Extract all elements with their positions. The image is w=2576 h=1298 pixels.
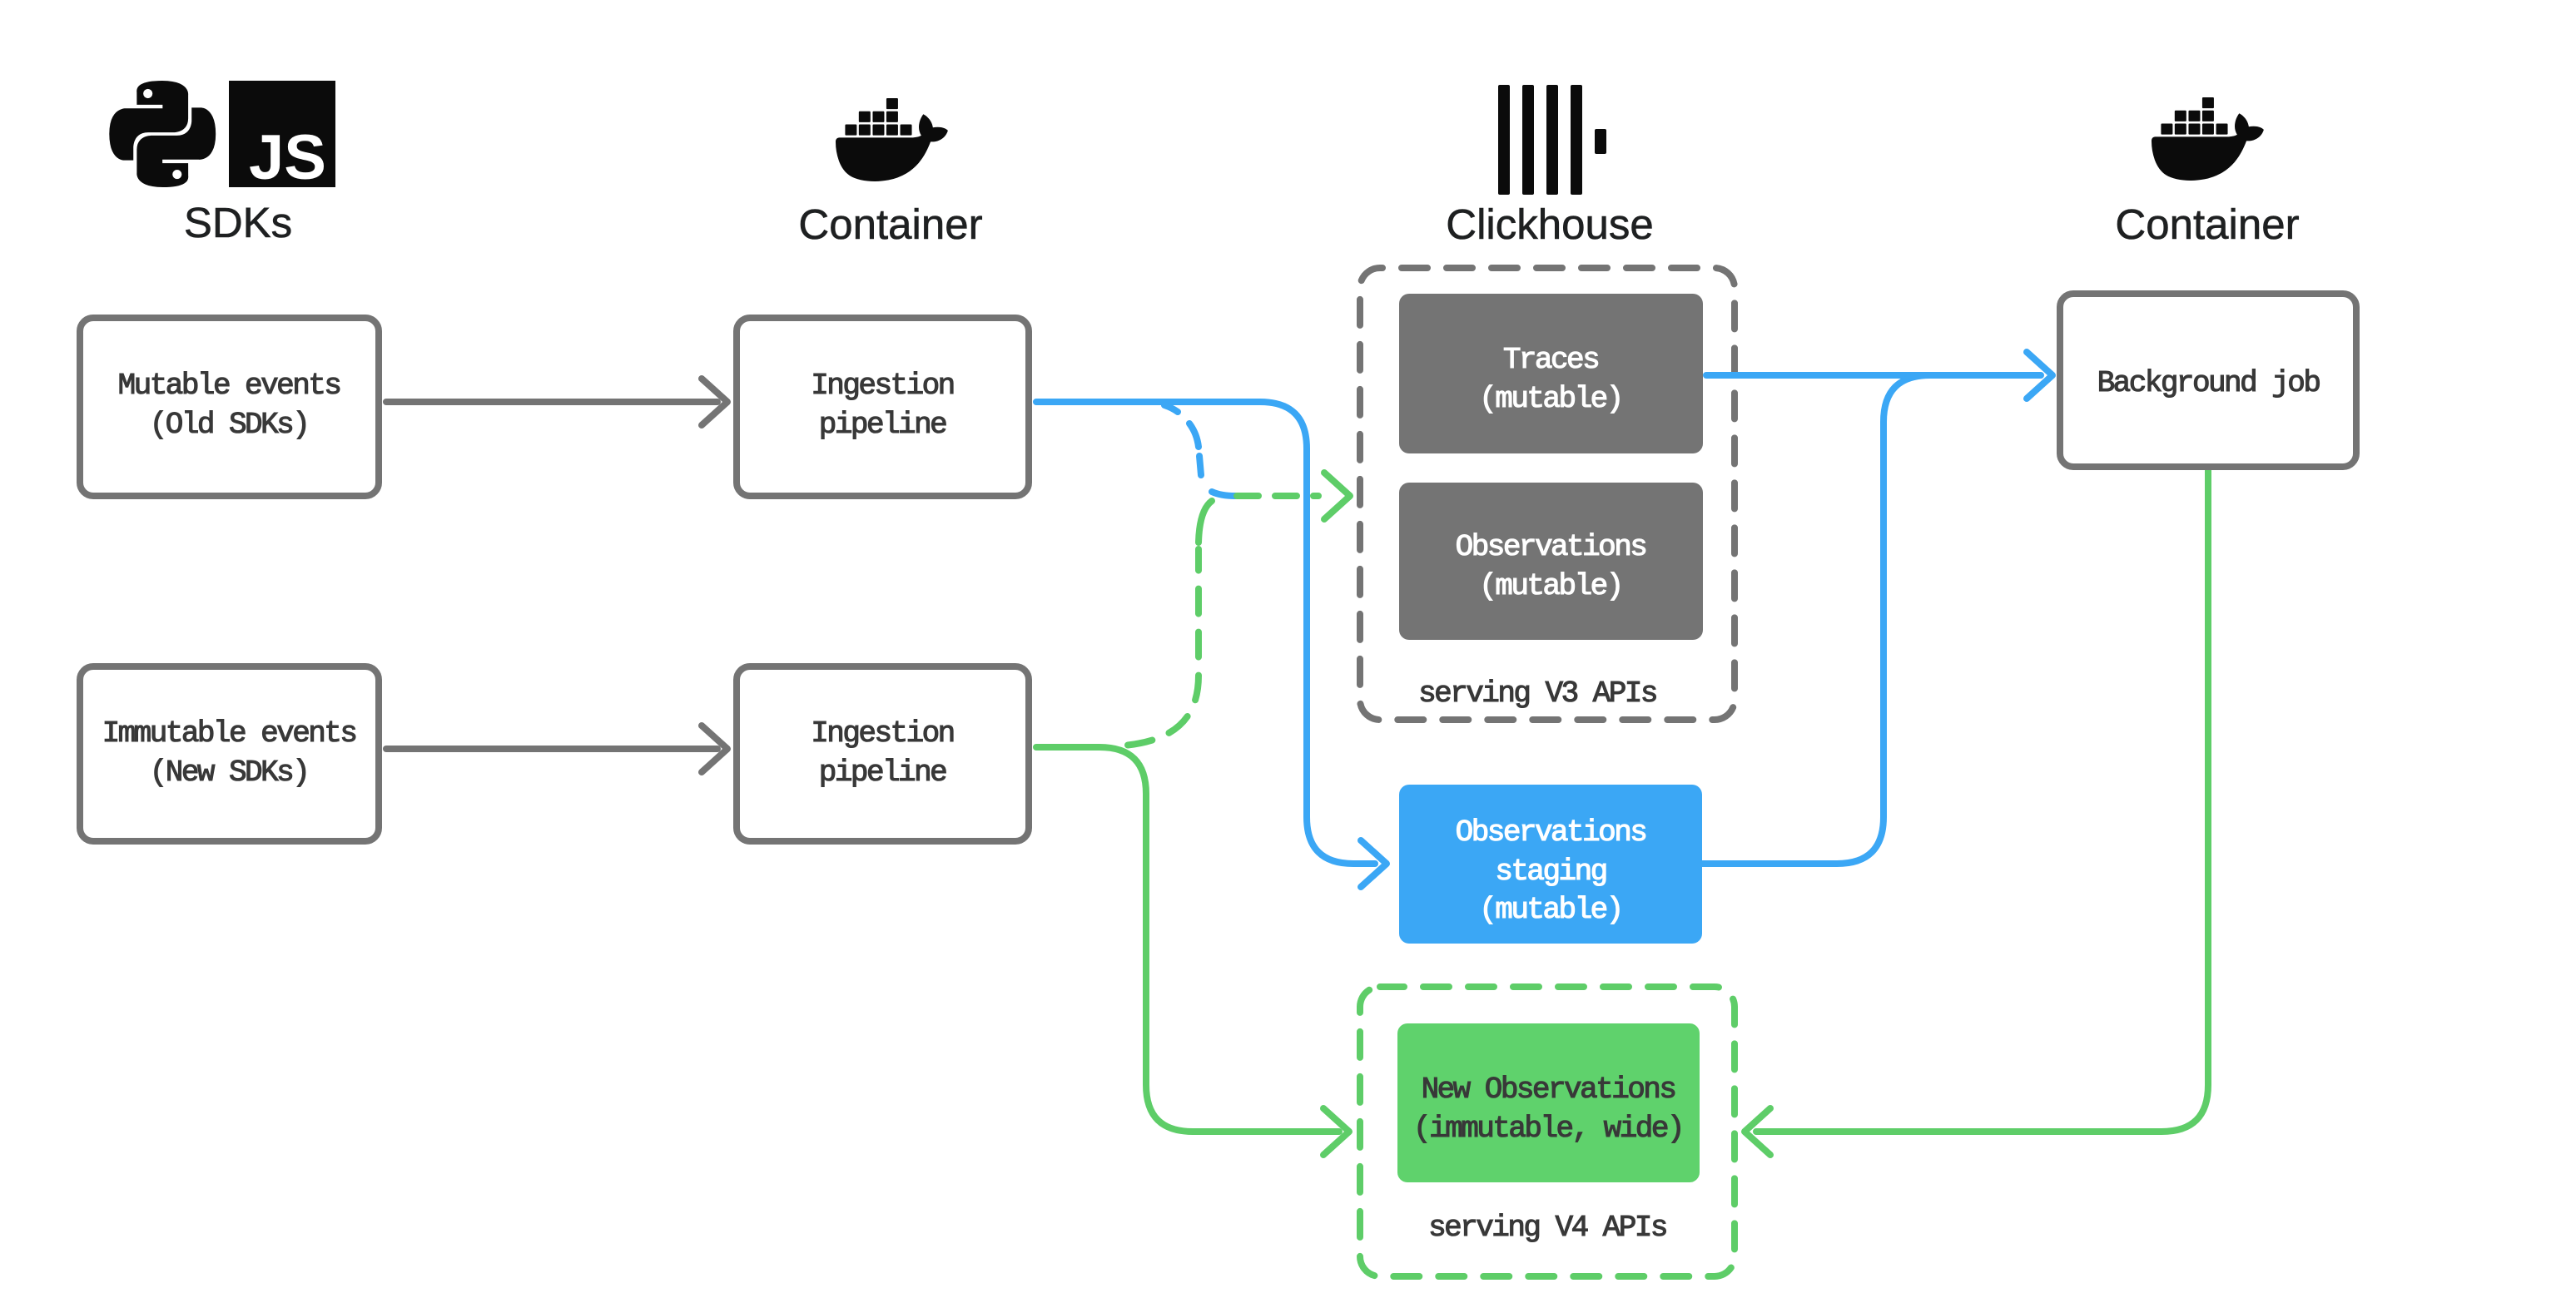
svg-text:(New SDKs): (New SDKs) bbox=[150, 756, 309, 790]
svg-text:(mutable): (mutable) bbox=[1479, 893, 1621, 927]
svg-text:Observations: Observations bbox=[1456, 815, 1646, 850]
svg-text:pipeline: pipeline bbox=[819, 408, 946, 442]
svg-text:Ingestion: Ingestion bbox=[811, 369, 953, 403]
svg-text:Observations: Observations bbox=[1456, 530, 1646, 564]
svg-text:Clickhouse: Clickhouse bbox=[1446, 201, 1653, 248]
svg-text:Container: Container bbox=[2115, 201, 2299, 248]
svg-text:Traces: Traces bbox=[1503, 343, 1598, 377]
svg-text:Container: Container bbox=[798, 201, 982, 248]
svg-text:Background job: Background job bbox=[2097, 366, 2320, 400]
svg-text:pipeline: pipeline bbox=[819, 756, 946, 790]
svg-text:JS: JS bbox=[249, 122, 326, 193]
svg-text:Ingestion: Ingestion bbox=[811, 716, 953, 751]
svg-text:SDKs: SDKs bbox=[184, 199, 292, 246]
svg-text:Immutable events: Immutable events bbox=[102, 716, 356, 751]
svg-text:serving V3 APIs: serving V3 APIs bbox=[1418, 676, 1656, 711]
svg-text:(mutable): (mutable) bbox=[1479, 382, 1621, 416]
svg-text:serving V4 APIs: serving V4 APIs bbox=[1428, 1211, 1666, 1245]
svg-text:Mutable events: Mutable events bbox=[118, 369, 340, 403]
svg-text:(Old SDKs): (Old SDKs) bbox=[150, 408, 309, 442]
svg-text:(mutable): (mutable) bbox=[1479, 569, 1621, 603]
svg-text:(immutable, wide): (immutable, wide) bbox=[1413, 1112, 1683, 1146]
svg-text:New Observations: New Observations bbox=[1422, 1073, 1675, 1107]
svg-text:staging: staging bbox=[1495, 855, 1606, 889]
